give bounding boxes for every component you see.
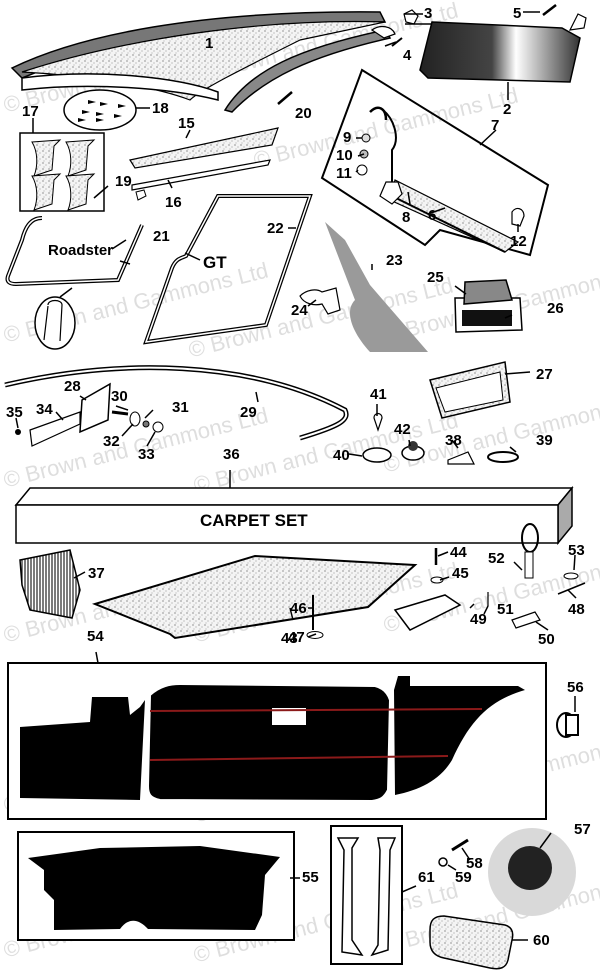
callout-2[interactable]: 2 — [503, 101, 512, 118]
part-striker-hardware — [15, 382, 164, 447]
callout-1[interactable]: 1 — [205, 35, 214, 52]
part-sill-trims — [330, 825, 403, 965]
callout-9[interactable]: 9 — [343, 129, 352, 146]
part-rear-carpet — [17, 831, 295, 941]
part-fasteners-bag — [63, 89, 150, 131]
callout-18[interactable]: 18 — [152, 100, 169, 117]
callout-57[interactable]: 57 — [574, 821, 591, 838]
callout-11[interactable]: 11 — [336, 165, 352, 182]
callout-59[interactable]: 59 — [455, 869, 472, 886]
callout-8[interactable]: 8 — [402, 209, 411, 226]
callout-32[interactable]: 32 — [103, 433, 120, 450]
callout-44[interactable]: 44 — [450, 544, 467, 561]
callout-58[interactable]: 58 — [466, 855, 483, 872]
leader-lines — [15, 11, 577, 941]
callout-33[interactable]: 33 — [138, 446, 155, 463]
callout-16[interactable]: 16 — [165, 194, 182, 211]
callout-10[interactable]: 10 — [336, 147, 353, 164]
callout-15[interactable]: 15 — [178, 115, 195, 132]
roadster-label: Roadster — [48, 242, 114, 259]
callout-37[interactable]: 37 — [88, 565, 105, 582]
callout-34[interactable]: 34 — [36, 401, 53, 418]
part-side-carpet — [19, 549, 81, 619]
callout-48[interactable]: 48 — [568, 601, 585, 618]
part-interior-lamp — [454, 279, 523, 333]
callout-7[interactable]: 7 — [491, 117, 500, 134]
callout-38[interactable]: 38 — [445, 432, 462, 449]
callout-19[interactable]: 19 — [115, 173, 132, 190]
callout-60[interactable]: 60 — [533, 932, 550, 949]
part-hood-lining — [10, 11, 396, 113]
callout-53[interactable]: 53 — [568, 542, 585, 559]
callout-36[interactable]: 36 — [223, 446, 240, 463]
callout-49[interactable]: 49 — [470, 611, 487, 628]
callout-4[interactable]: 4 — [403, 47, 412, 64]
part-sun-visor — [405, 13, 587, 83]
carpet-set-label: CARPET SET — [200, 511, 308, 530]
callout-30[interactable]: 30 — [111, 388, 128, 405]
callout-28[interactable]: 28 — [64, 378, 81, 395]
part-fixings-kit — [429, 828, 576, 970]
callout-24[interactable]: 24 — [291, 302, 308, 319]
part-glovebox-liner — [429, 361, 511, 419]
part-trim-strip — [93, 127, 279, 201]
callout-41[interactable]: 41 — [370, 386, 387, 403]
callout-27[interactable]: 27 — [536, 366, 553, 383]
callout-47[interactable]: 47 — [288, 629, 305, 646]
callout-46[interactable]: 46 — [290, 600, 307, 617]
callout-51[interactable]: 51 — [497, 601, 514, 618]
callout-17[interactable]: 17 — [22, 103, 39, 120]
callout-31[interactable]: 31 — [172, 399, 189, 416]
callout-29[interactable]: 29 — [240, 404, 257, 421]
callout-56[interactable]: 56 — [567, 679, 584, 696]
part-seat-hardware — [306, 523, 586, 639]
callout-25[interactable]: 25 — [427, 269, 444, 286]
callout-55[interactable]: 55 — [302, 869, 319, 886]
part-floor-mat — [91, 554, 418, 640]
part-screw — [277, 91, 293, 105]
part-gray-panel — [325, 222, 428, 352]
part-gt-door-seal — [143, 194, 313, 345]
part-clips-box — [19, 118, 105, 212]
callout-3[interactable]: 3 — [424, 5, 433, 22]
callout-21[interactable]: 21 — [153, 228, 170, 245]
callout-45[interactable]: 45 — [452, 565, 469, 582]
callout-6[interactable]: 6 — [428, 207, 437, 224]
callout-61[interactable]: 61 — [418, 869, 435, 886]
part-visor-kit-frame — [320, 68, 550, 257]
callout-5[interactable]: 5 — [513, 5, 522, 22]
callout-22[interactable]: 22 — [267, 220, 284, 237]
callout-43[interactable]: 43 — [281, 630, 298, 647]
callout-35[interactable]: 35 — [6, 404, 23, 421]
callout-42[interactable]: 42 — [394, 421, 411, 438]
callout-40[interactable]: 40 — [333, 447, 350, 464]
gt-label: GT — [203, 253, 227, 272]
part-clip-24 — [299, 287, 341, 315]
callout-20[interactable]: 20 — [295, 105, 312, 122]
callout-54[interactable]: 54 — [87, 628, 104, 645]
callout-52[interactable]: 52 — [488, 550, 505, 567]
part-small-fasteners — [362, 412, 519, 465]
callout-23[interactable]: 23 — [386, 252, 403, 269]
part-carpet-set-box — [14, 485, 574, 546]
part-door-trim-panels — [7, 662, 547, 820]
part-grommet — [556, 712, 579, 738]
callout-39[interactable]: 39 — [536, 432, 553, 449]
callout-12[interactable]: 12 — [510, 233, 527, 250]
part-roadster-door-seal — [5, 216, 144, 350]
callout-26[interactable]: 26 — [547, 300, 564, 317]
part-cant-rail — [4, 365, 349, 441]
callout-50[interactable]: 50 — [538, 631, 555, 648]
